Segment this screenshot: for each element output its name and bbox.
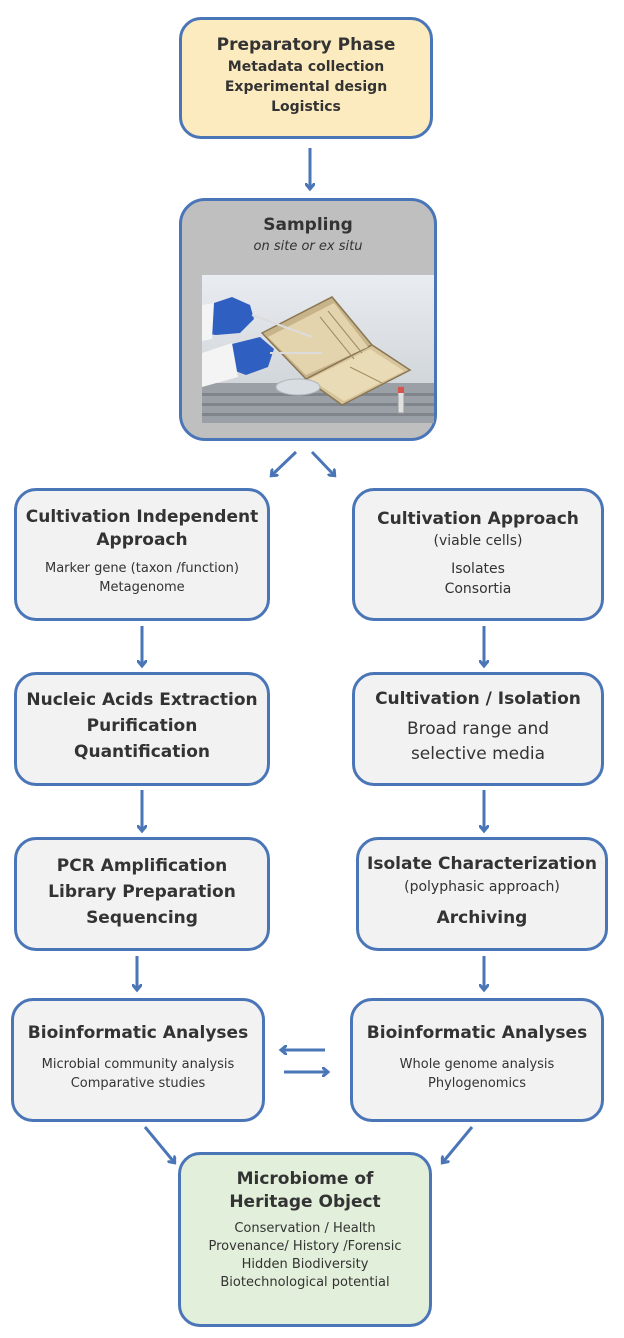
ca-line-1: Isolates — [451, 561, 505, 577]
prep-title: Preparatory Phase — [216, 35, 396, 55]
cultivation-independent-box: Cultivation Independent Approach Marker … — [14, 488, 270, 621]
ic-subtitle: (polyphasic approach) — [404, 879, 560, 895]
cultivation-isolation-box: Cultivation / Isolation Broad range and … — [352, 672, 604, 786]
arrow-sampling-to-ca — [310, 450, 334, 475]
prep-line-2: Experimental design — [224, 79, 388, 95]
bioL-title: Bioinformatic Analyses — [27, 1023, 249, 1043]
pcr-line-2: Library Preparation — [48, 882, 236, 902]
micro-title-1: Microbiome of — [236, 1169, 374, 1189]
sampling-subtitle: on site or ex situ — [253, 239, 363, 254]
ciso-line-2: selective media — [410, 744, 546, 764]
prep-line-1: Metadata collection — [227, 59, 385, 75]
arrow-sampling-to-ci — [272, 450, 298, 475]
micro-title-2: Heritage Object — [229, 1192, 381, 1212]
nae-line-2: Purification — [86, 716, 198, 736]
sampling-title: Sampling — [263, 215, 353, 235]
ca-line-2: Consortia — [444, 581, 512, 597]
ca-title: Cultivation Approach — [377, 509, 579, 529]
bioinformatic-analyses-left-box: Bioinformatic Analyses Microbial communi… — [11, 998, 265, 1122]
preparatory-phase-box: Preparatory Phase Metadata collection Ex… — [179, 17, 433, 139]
bioR-line-2: Phylogenomics — [428, 1076, 526, 1091]
bioL-line-1: Microbial community analysis — [41, 1057, 235, 1072]
lab-sampling-photo — [202, 275, 434, 423]
ci-title-2: Approach — [96, 530, 188, 550]
micro-line-4: Biotechnological potential — [220, 1275, 390, 1290]
microbiome-heritage-box: Microbiome of Heritage Object Conservati… — [178, 1152, 432, 1327]
ciso-title: Cultivation / Isolation — [375, 689, 581, 709]
cultivation-approach-box: Cultivation Approach (viable cells) Isol… — [352, 488, 604, 621]
bioL-line-2: Comparative studies — [70, 1076, 206, 1091]
ci-title-1: Cultivation Independent — [25, 507, 259, 527]
sampling-box: Sampling on site or ex situ — [179, 198, 437, 441]
ic-line-2: Archiving — [436, 908, 528, 928]
pcr-line-1: PCR Amplification — [56, 856, 228, 876]
ciso-line-1: Broad range and — [406, 719, 550, 739]
bioR-line-1: Whole genome analysis — [399, 1057, 555, 1072]
arrow-bioR-to-micro — [443, 1126, 474, 1162]
nucleic-acids-extraction-box: Nucleic Acids Extraction Purification Qu… — [14, 672, 270, 786]
prep-line-3: Logistics — [271, 99, 341, 115]
bioR-title: Bioinformatic Analyses — [366, 1023, 588, 1043]
ci-line-1: Marker gene (taxon /function) — [45, 561, 239, 576]
pcr-amplification-box: PCR Amplification Library Preparation Se… — [14, 837, 270, 951]
bioinformatic-analyses-right-box: Bioinformatic Analyses Whole genome anal… — [350, 998, 604, 1122]
micro-line-2: Provenance/ History /Forensic — [208, 1239, 402, 1254]
micro-line-1: Conservation / Health — [234, 1221, 376, 1236]
ci-line-2: Metagenome — [99, 580, 185, 595]
nae-line-1: Nucleic Acids Extraction — [26, 690, 258, 710]
pcr-line-3: Sequencing — [86, 908, 198, 928]
micro-line-3: Hidden Biodiversity — [241, 1257, 369, 1272]
isolate-characterization-box: Isolate Characterization (polyphasic app… — [356, 837, 608, 951]
arrow-bioL-to-micro — [143, 1126, 174, 1162]
ic-title: Isolate Characterization — [367, 854, 597, 874]
nae-line-3: Quantification — [74, 742, 210, 762]
ca-subtitle: (viable cells) — [433, 533, 523, 549]
